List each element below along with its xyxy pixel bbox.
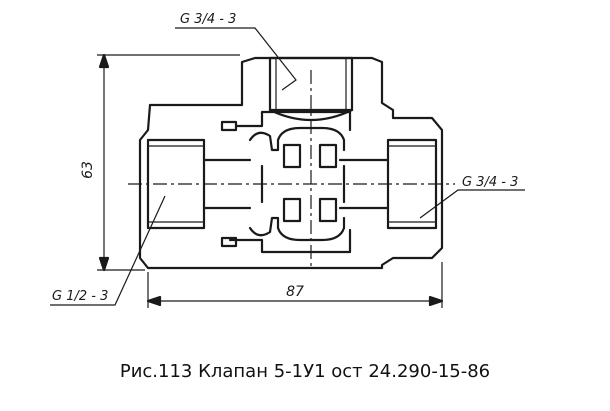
callout-top-label: G 3/4 - 3 — [180, 12, 236, 27]
dimension-height — [97, 53, 240, 272]
valve-mechanism — [220, 110, 352, 254]
callout-right-label: G 3/4 - 3 — [462, 175, 518, 190]
leader-left — [50, 195, 166, 306]
dimension-width — [146, 262, 444, 308]
leader-right — [419, 189, 525, 219]
leader-top — [175, 27, 297, 91]
valve-body-outline — [138, 56, 444, 270]
figure-caption: Рис.113 Клапан 5-1У1 ост 24.290-15-86 — [120, 361, 490, 382]
dimension-height-label: 63 — [80, 161, 96, 179]
dimension-width-label: 87 — [286, 284, 304, 300]
callout-left-label: G 1/2 - 3 — [52, 289, 108, 304]
